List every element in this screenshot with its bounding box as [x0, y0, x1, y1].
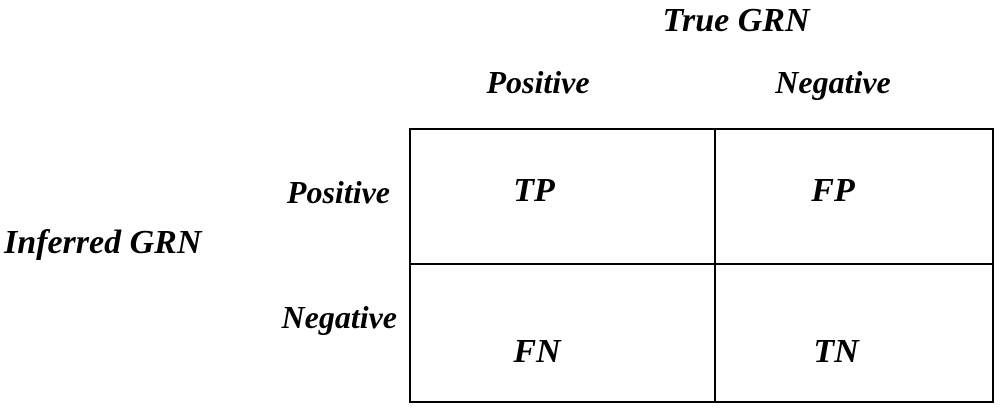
row-header-negative: Negative: [281, 299, 398, 335]
cell-true-positive: TP: [513, 172, 555, 209]
row-header-positive: Positive: [286, 174, 390, 210]
matrix-grid: TP FP FN TN: [409, 128, 994, 403]
column-header-positive: Positive: [486, 64, 590, 100]
cell-false-negative: FN: [513, 333, 561, 370]
cell-false-positive: FP: [811, 172, 855, 209]
grid-vertical-divider: [714, 130, 716, 401]
column-axis-title: True GRN: [662, 2, 810, 39]
cell-true-negative: TN: [813, 333, 859, 370]
row-axis-title: Inferred GRN: [4, 224, 202, 261]
column-header-negative: Negative: [775, 64, 891, 100]
grid-horizontal-divider: [411, 263, 992, 265]
